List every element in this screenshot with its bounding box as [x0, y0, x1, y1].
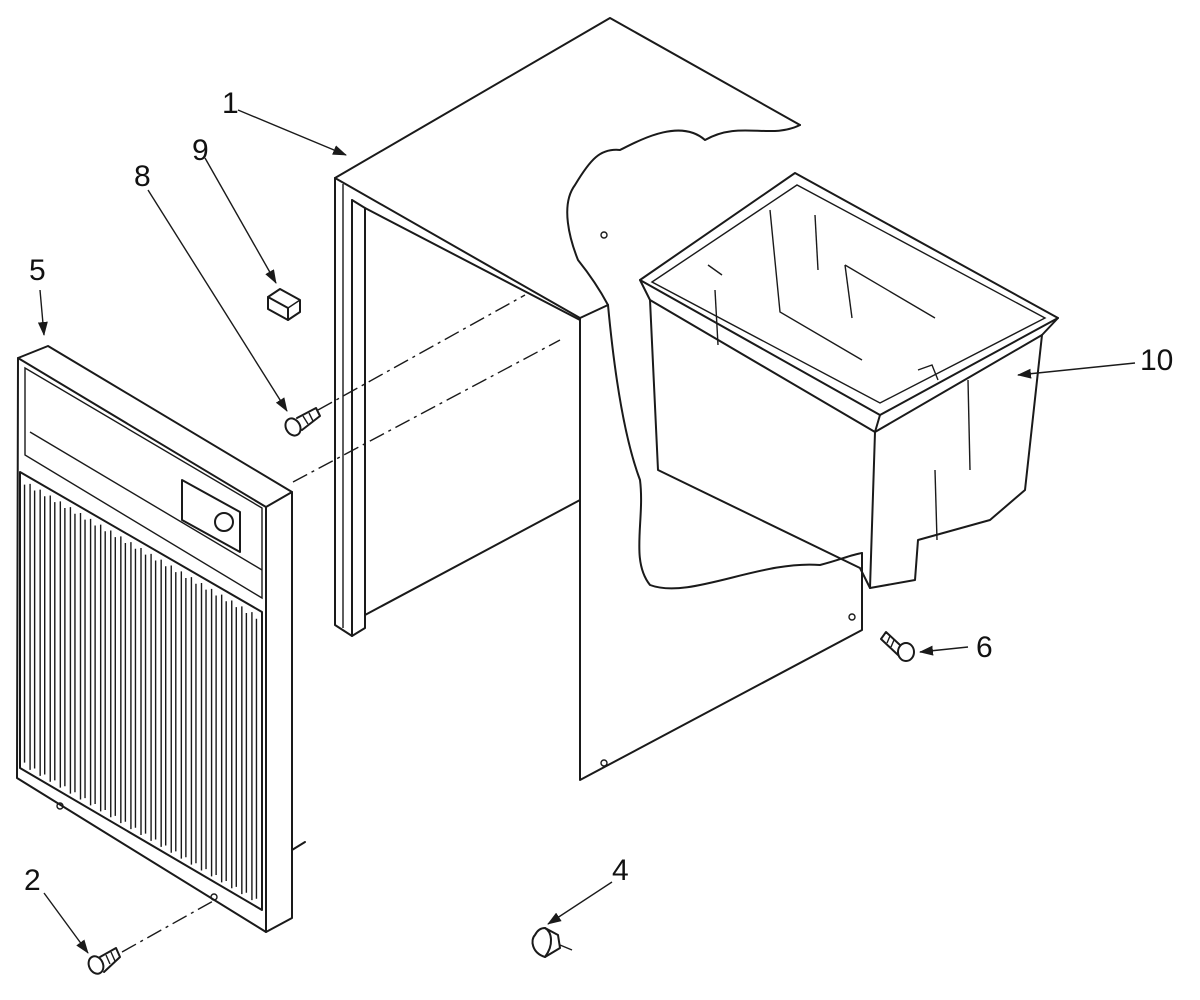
callout-6: 6	[976, 631, 993, 664]
water-bucket	[639, 172, 1059, 589]
callout-9: 9	[192, 134, 209, 167]
assembly-lines	[121, 294, 561, 953]
clip-part	[267, 288, 301, 321]
screw-part-8	[284, 407, 321, 437]
grille-louvers	[19, 478, 263, 906]
screw-part-2	[87, 947, 121, 975]
front-grille-panel	[16, 345, 306, 933]
screw-part-6	[880, 631, 915, 662]
callout-8: 8	[134, 160, 151, 193]
callout-2: 2	[24, 864, 41, 897]
callout-1: 1	[222, 87, 239, 120]
cabinet-wrapper	[334, 17, 863, 781]
leader-arrows	[37, 109, 1136, 954]
callout-4: 4	[612, 854, 629, 887]
callout-5: 5	[29, 254, 46, 287]
callout-10: 10	[1140, 344, 1173, 377]
leveling-foot-part	[531, 927, 573, 958]
callout-labels: 1 9 8 5 10 6 4 2	[24, 87, 1173, 897]
